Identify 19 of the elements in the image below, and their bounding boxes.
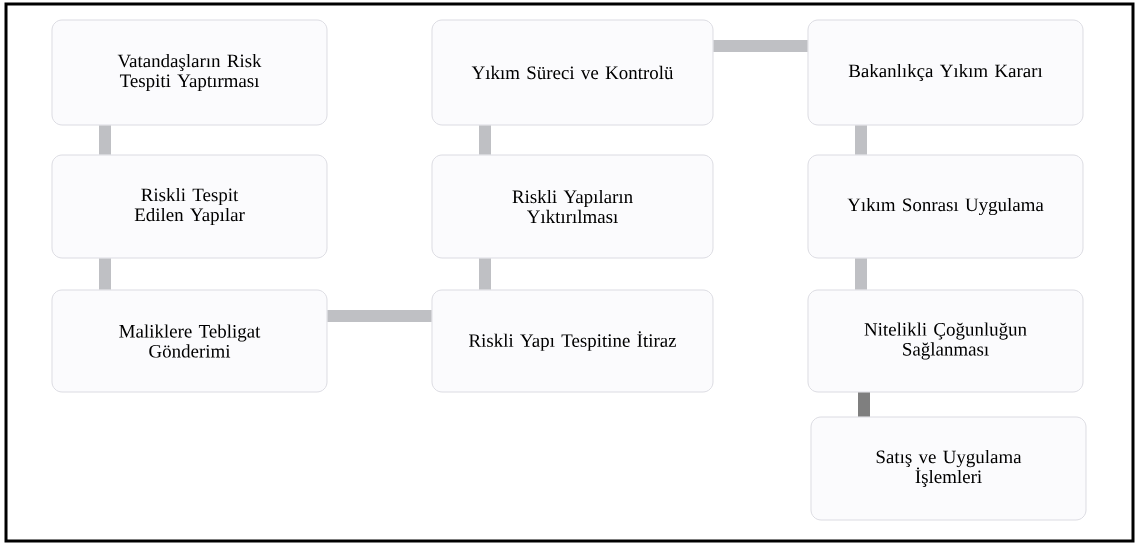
connector-bar: [479, 125, 491, 155]
process-box: Maliklere Tebligat Gönderimi: [51, 289, 328, 393]
connector-bar: [858, 392, 870, 417]
process-box: Satış ve Uygulama İşlemleri: [810, 416, 1087, 521]
connector-bar: [855, 258, 867, 290]
connector-bar: [327, 310, 432, 322]
process-box: Riskli Tespit Edilen Yapılar: [51, 154, 328, 259]
connector-bar: [713, 40, 808, 52]
process-box: Riskli Yapıların Yıktırılması: [431, 154, 714, 259]
process-box: Riskli Yapı Tespitine İtiraz: [431, 289, 714, 393]
process-box: Bakanlıkça Yıkım Kararı: [807, 19, 1084, 126]
connector-bar: [855, 125, 867, 155]
connector-bar: [99, 125, 111, 155]
process-box: Nitelikli Çoğunluğun Sağlanması: [807, 289, 1084, 393]
connector-bar: [479, 258, 491, 290]
process-box: Yıkım Sonrası Uygulama: [807, 154, 1084, 259]
process-box: Vatandaşların Risk Tespiti Yaptırması: [51, 19, 328, 126]
connector-bar: [99, 258, 111, 290]
process-box: Yıkım Süreci ve Kontrolü: [431, 19, 714, 126]
